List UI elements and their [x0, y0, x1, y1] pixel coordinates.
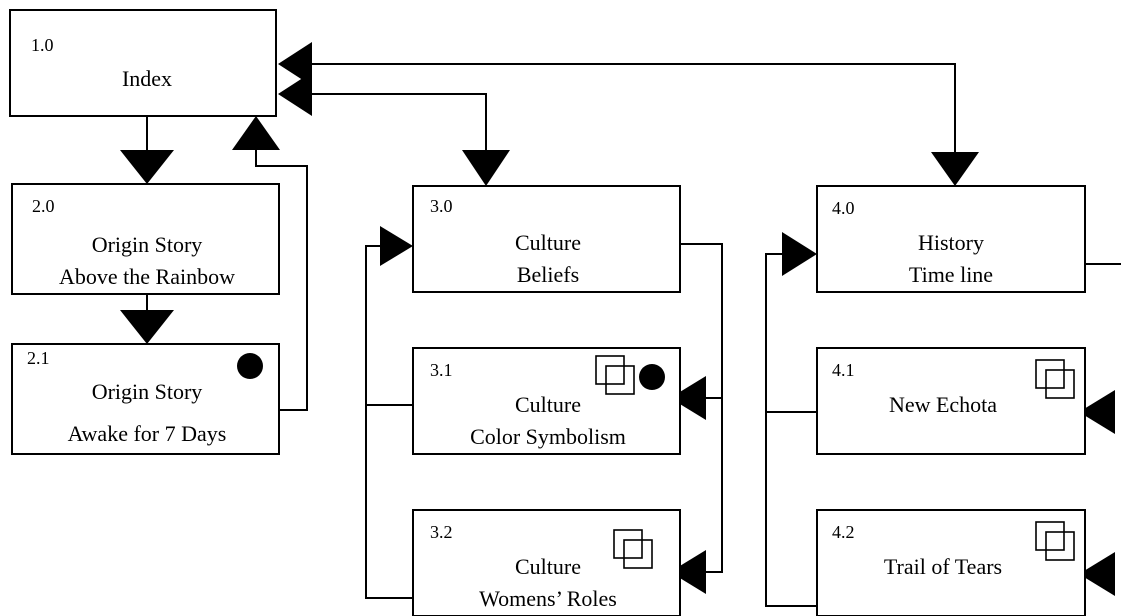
overlapping-squares-icon	[1035, 359, 1075, 399]
node-new-echota-number: 4.1	[832, 360, 855, 380]
connector-history-children-left	[765, 253, 817, 607]
node-culture-color-title: Culture	[515, 392, 581, 417]
node-origin-awake-title: Origin Story	[92, 379, 203, 404]
node-origin-awake-subtitle: Awake for 7 Days	[68, 421, 227, 446]
arrowhead-right-culture	[380, 226, 413, 266]
arrowhead-up-index	[232, 116, 280, 150]
node-culture-womens-roles: 3.2 Culture Womens’ Roles	[412, 509, 681, 616]
node-new-echota: 4.1 New Echota	[816, 347, 1086, 455]
node-culture-beliefs: 3.0 Culture Beliefs	[412, 185, 681, 293]
node-culture-color-number: 3.1	[430, 360, 453, 380]
dot-icon	[639, 364, 665, 390]
node-culture-womens-subtitle: Womens’ Roles	[479, 586, 617, 611]
overlapping-squares-icon	[613, 529, 653, 569]
node-culture-color-subtitle: Color Symbolism	[470, 424, 626, 449]
overlapping-squares-icon	[595, 355, 635, 395]
overlapping-squares-icon	[1035, 521, 1075, 561]
arrowhead-left-index-culture	[278, 72, 312, 116]
node-origin-rainbow-title: Origin Story	[92, 232, 203, 257]
node-trail-of-tears: 4.2 Trail of Tears	[816, 509, 1086, 616]
node-origin-story-awake: 2.1 Origin Story Awake for 7 Days	[11, 343, 280, 455]
node-index-label: Index	[122, 66, 172, 91]
node-origin-awake-number: 2.1	[27, 348, 50, 368]
arrowhead-down-origin	[120, 150, 174, 184]
node-trail-of-tears-title: Trail of Tears	[884, 554, 1002, 579]
arrowhead-left-index-history	[278, 42, 312, 86]
connector-culture-children-right	[680, 243, 723, 573]
node-new-echota-title: New Echota	[889, 392, 997, 417]
node-culture-womens-number: 3.2	[430, 522, 453, 542]
arrowhead-down-culture	[462, 150, 510, 186]
node-index-number: 1.0	[31, 35, 54, 55]
arrowhead-down-awake	[120, 310, 174, 344]
dot-icon	[237, 353, 263, 379]
connector-index-culture	[308, 93, 487, 150]
node-culture-womens-title: Culture	[515, 554, 581, 579]
arrowhead-left-new-echota	[1079, 390, 1115, 434]
node-history-number: 4.0	[832, 198, 855, 218]
connector-culture-children-left	[365, 245, 413, 599]
arrowhead-left-trail-of-tears	[1079, 552, 1115, 596]
arrowhead-left-color-symbolism	[670, 376, 706, 420]
arrowhead-right-history	[782, 232, 817, 276]
connector-index-history	[308, 63, 956, 152]
node-history-title: History	[918, 230, 984, 255]
arrowhead-down-history	[931, 152, 979, 186]
node-index: 1.0 Index	[9, 9, 277, 117]
node-culture-color-symbolism: 3.1 Culture Color Symbolism	[412, 347, 681, 455]
node-culture-beliefs-title: Culture	[515, 230, 581, 255]
node-culture-beliefs-subtitle: Beliefs	[517, 262, 579, 287]
arrowhead-left-womens-roles	[670, 550, 706, 594]
node-origin-rainbow-number: 2.0	[32, 196, 55, 216]
node-history-timeline: 4.0 History Time line	[816, 185, 1086, 293]
connector-awake-return-index	[255, 150, 308, 411]
node-history-subtitle: Time line	[909, 262, 993, 287]
node-trail-of-tears-number: 4.2	[832, 522, 855, 542]
node-culture-beliefs-number: 3.0	[430, 196, 453, 216]
node-origin-story-rainbow: 2.0 Origin Story Above the Rainbow	[11, 183, 280, 295]
node-origin-rainbow-subtitle: Above the Rainbow	[59, 264, 235, 289]
